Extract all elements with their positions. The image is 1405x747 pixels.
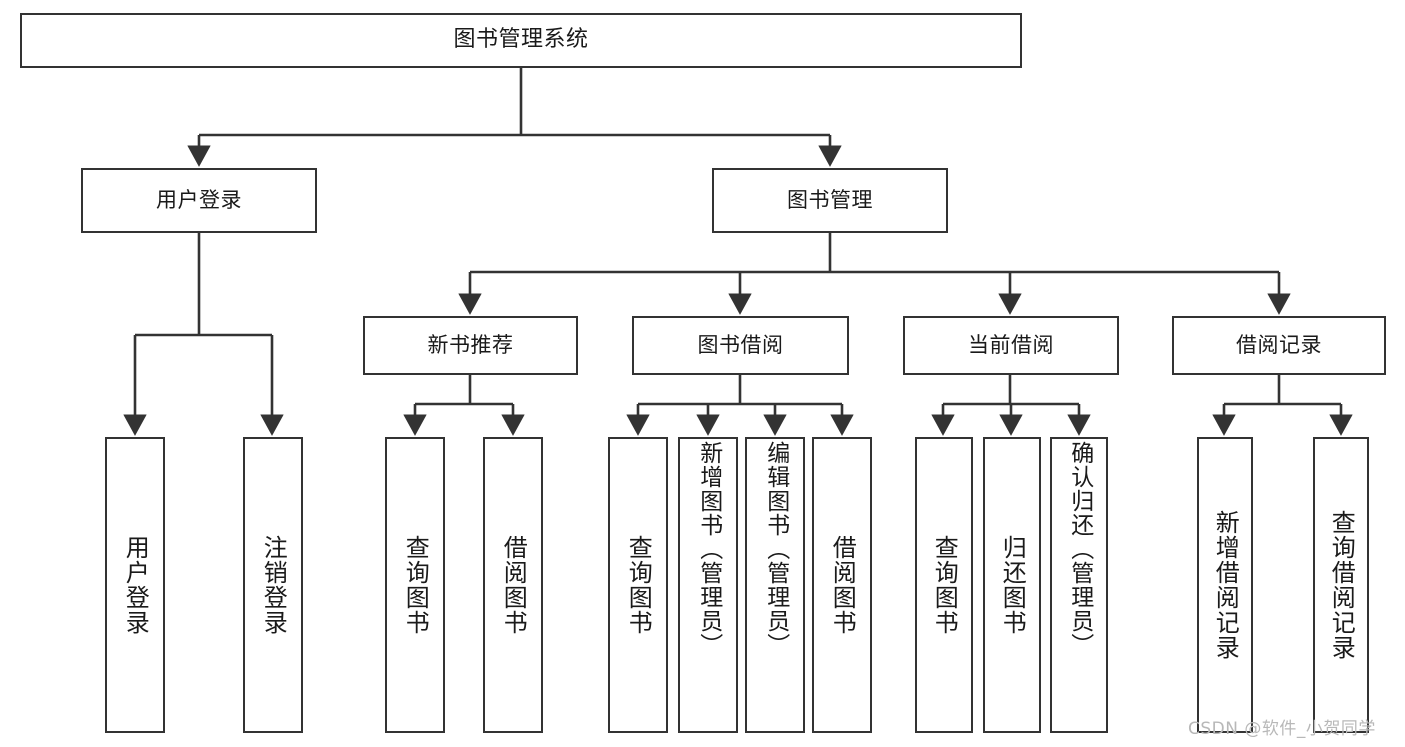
- node-user-login-label: 用户登录: [156, 187, 242, 212]
- leaf-book-borrow-query[interactable]: 查询图书: [608, 437, 668, 733]
- leaf-user-login-logout-label: 注销登录: [259, 535, 288, 635]
- node-borrow-record[interactable]: 借阅记录: [1172, 316, 1386, 375]
- leaf-new-book-query-label: 查询图书: [401, 535, 430, 635]
- leaf-borrow-record-add[interactable]: 新增借阅记录: [1197, 437, 1253, 733]
- leaf-book-borrow-query-label: 查询图书: [624, 535, 653, 635]
- leaf-current-borrow-query-label: 查询图书: [930, 535, 959, 635]
- leaf-book-borrow-edit[interactable]: 编辑图书（管理员）: [745, 437, 805, 733]
- node-root[interactable]: 图书管理系统: [20, 13, 1022, 68]
- leaf-user-login-login[interactable]: 用户登录: [105, 437, 165, 733]
- leaf-book-borrow-borrow[interactable]: 借阅图书: [812, 437, 872, 733]
- leaf-new-book-query[interactable]: 查询图书: [385, 437, 445, 733]
- node-book-borrow[interactable]: 图书借阅: [632, 316, 849, 375]
- node-new-book-recommend[interactable]: 新书推荐: [363, 316, 578, 375]
- leaf-current-borrow-return[interactable]: 归还图书: [983, 437, 1041, 733]
- leaf-book-borrow-add-label: 新增图书（管理员）: [695, 441, 722, 657]
- node-root-label: 图书管理系统: [453, 27, 589, 53]
- csdn-watermark: CSDN @软件_小贺同学: [1188, 719, 1376, 739]
- leaf-book-borrow-borrow-label: 借阅图书: [828, 535, 857, 635]
- leaf-user-login-login-label: 用户登录: [121, 535, 150, 635]
- leaf-borrow-record-add-label: 新增借阅记录: [1211, 510, 1240, 660]
- node-new-book-recommend-label: 新书推荐: [427, 332, 514, 357]
- node-book-management-label: 图书管理: [787, 187, 873, 212]
- node-current-borrow-label: 当前借阅: [968, 332, 1054, 357]
- leaf-current-borrow-return-label: 归还图书: [998, 535, 1027, 635]
- leaf-book-borrow-edit-label: 编辑图书（管理员）: [762, 441, 789, 657]
- leaf-new-book-borrow[interactable]: 借阅图书: [483, 437, 543, 733]
- node-current-borrow[interactable]: 当前借阅: [903, 316, 1119, 375]
- leaf-current-borrow-confirm-return-label: 确认归还（管理员）: [1066, 441, 1093, 657]
- leaf-current-borrow-confirm-return[interactable]: 确认归还（管理员）: [1050, 437, 1108, 733]
- node-user-login[interactable]: 用户登录: [81, 168, 317, 233]
- leaf-borrow-record-query-label: 查询借阅记录: [1327, 510, 1356, 660]
- leaf-borrow-record-query[interactable]: 查询借阅记录: [1313, 437, 1369, 733]
- node-borrow-record-label: 借阅记录: [1236, 332, 1322, 357]
- leaf-current-borrow-query[interactable]: 查询图书: [915, 437, 973, 733]
- leaf-book-borrow-add[interactable]: 新增图书（管理员）: [678, 437, 738, 733]
- leaf-user-login-logout[interactable]: 注销登录: [243, 437, 303, 733]
- node-book-management[interactable]: 图书管理: [712, 168, 948, 233]
- node-book-borrow-label: 图书借阅: [697, 332, 784, 357]
- leaf-new-book-borrow-label: 借阅图书: [499, 535, 528, 635]
